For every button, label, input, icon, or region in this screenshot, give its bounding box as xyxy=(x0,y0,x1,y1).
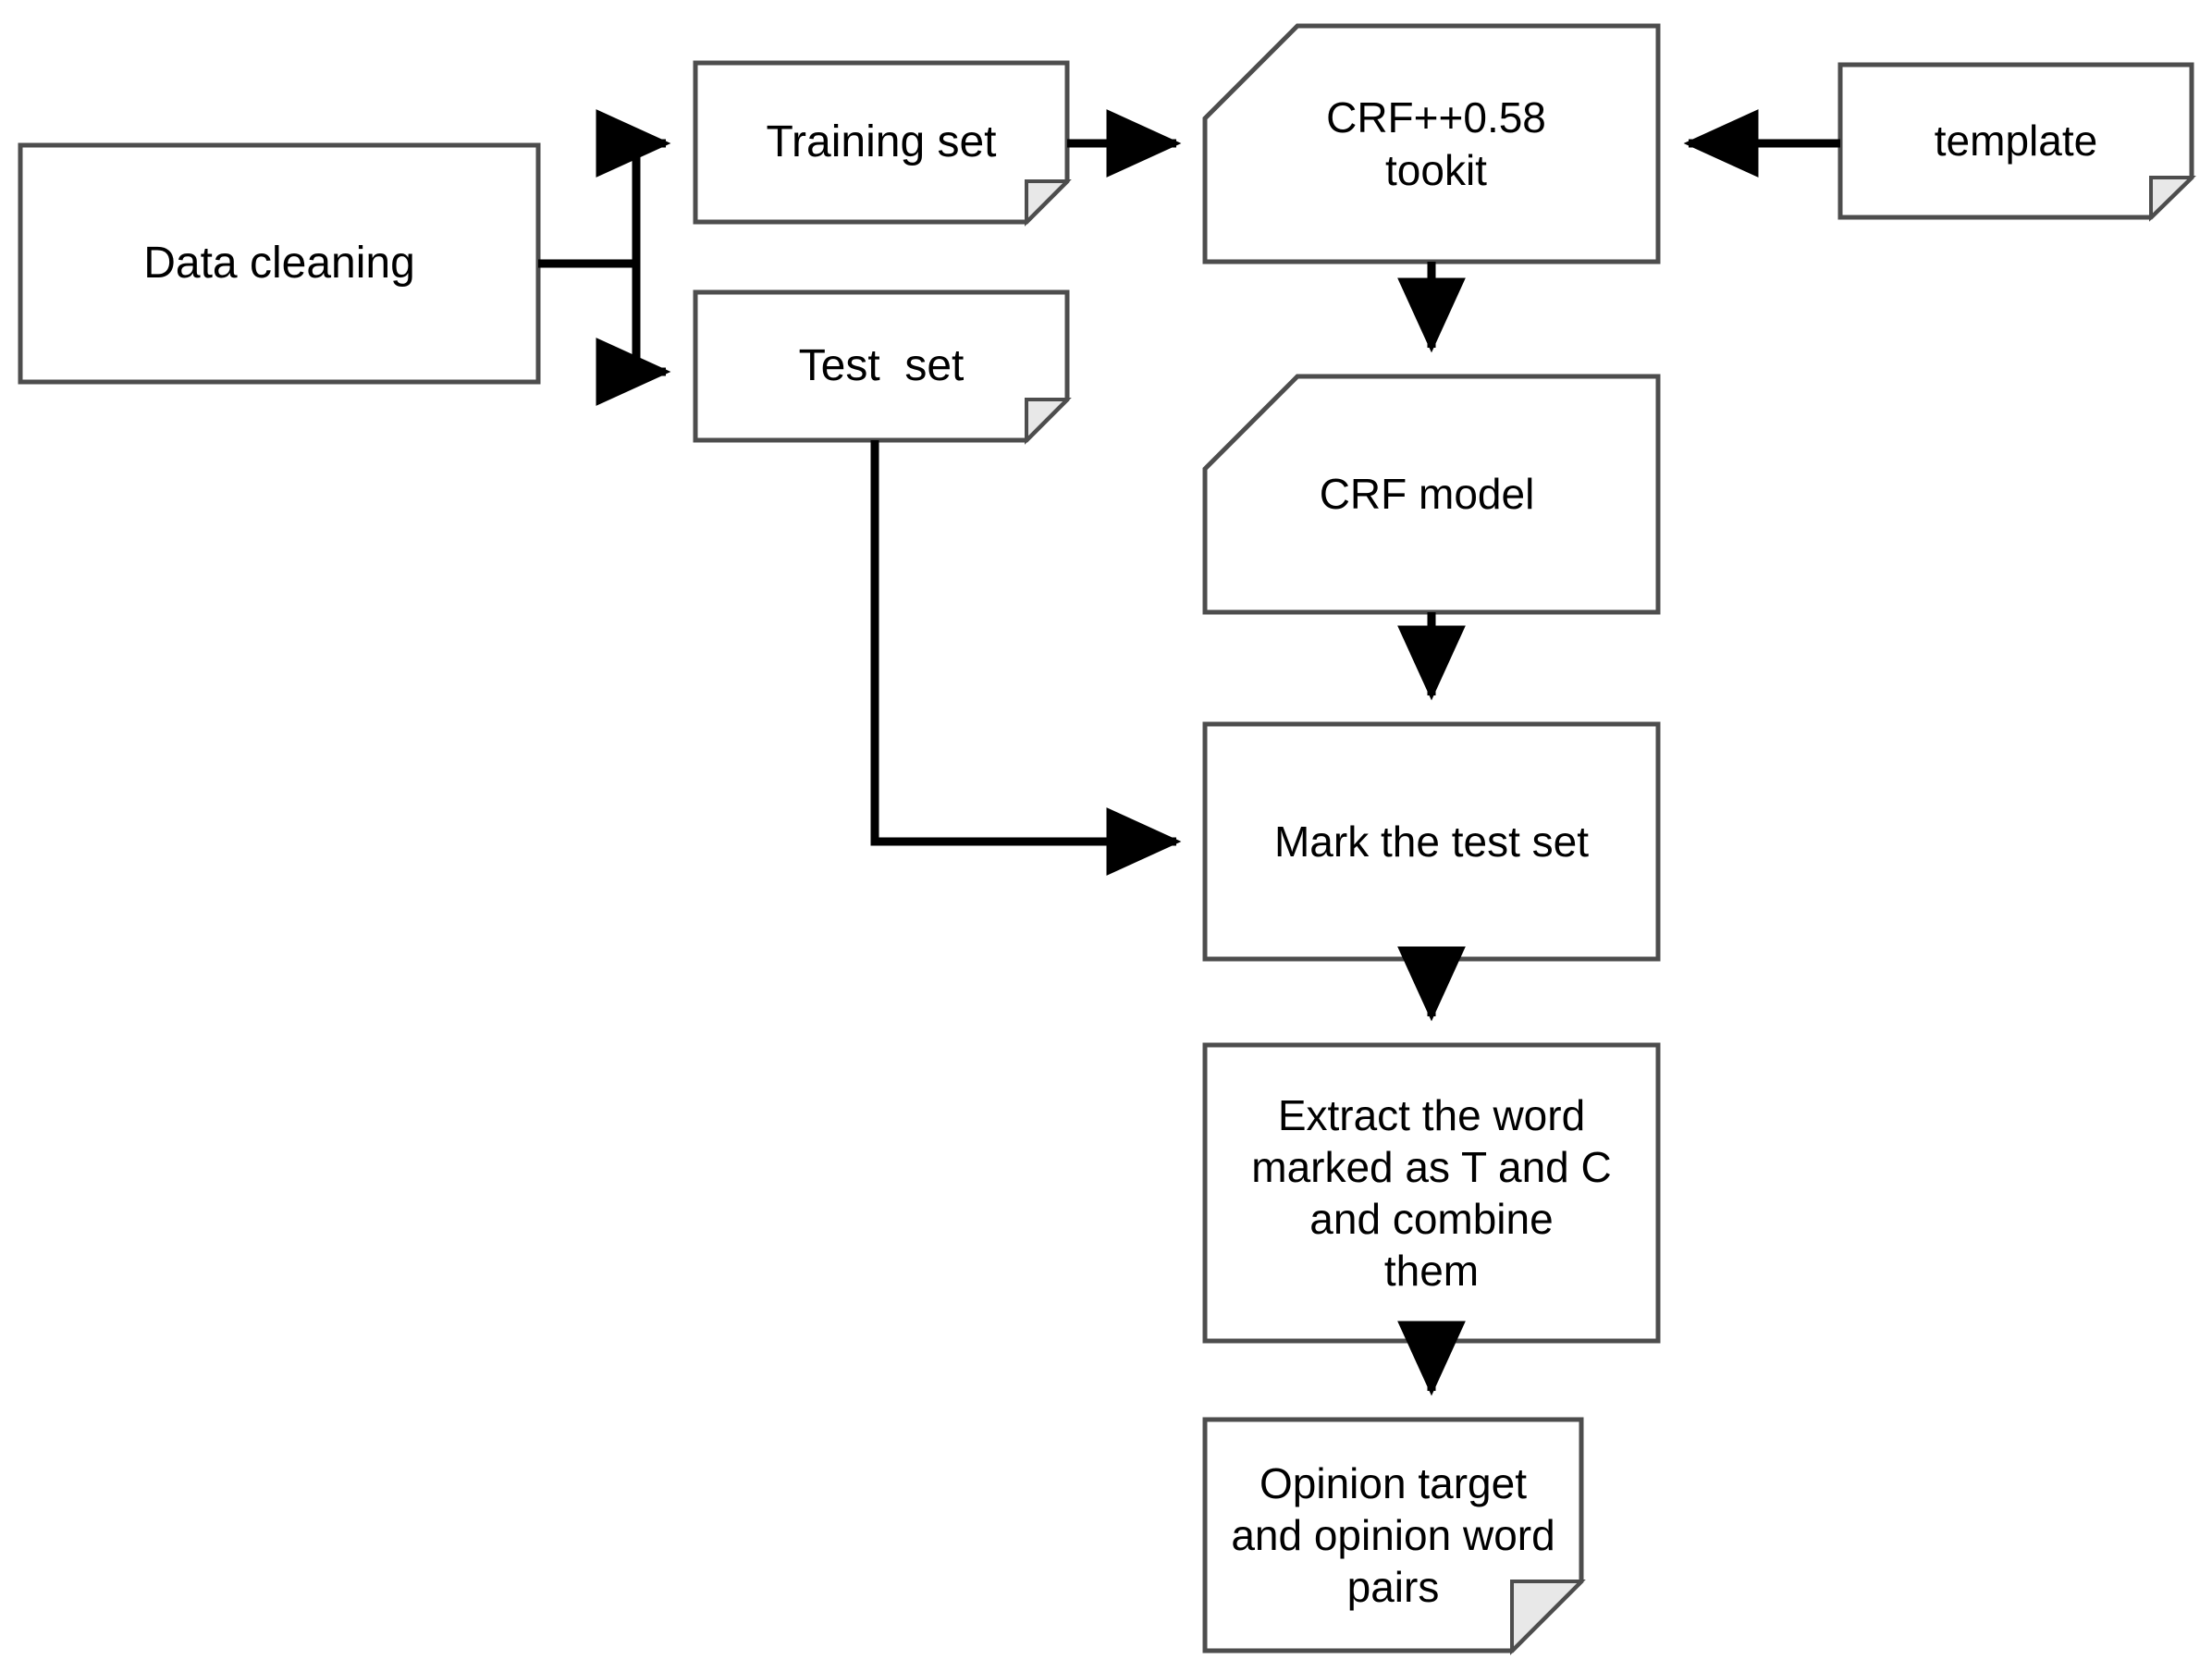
node-training-set-shape xyxy=(693,60,1072,227)
node-test-set-shape xyxy=(693,289,1072,445)
edge-test-mark xyxy=(870,440,1182,876)
node-crf-toolkit-shape xyxy=(1202,23,1661,264)
node-template-shape xyxy=(1837,62,2196,222)
node-data-cleaning-shape xyxy=(18,142,541,385)
node-extract-words-shape xyxy=(1202,1042,1661,1344)
node-mark-test-set-shape xyxy=(1202,721,1661,962)
node-opinion-pairs-shape xyxy=(1202,1417,1586,1655)
node-crf-model-shape xyxy=(1202,374,1661,615)
